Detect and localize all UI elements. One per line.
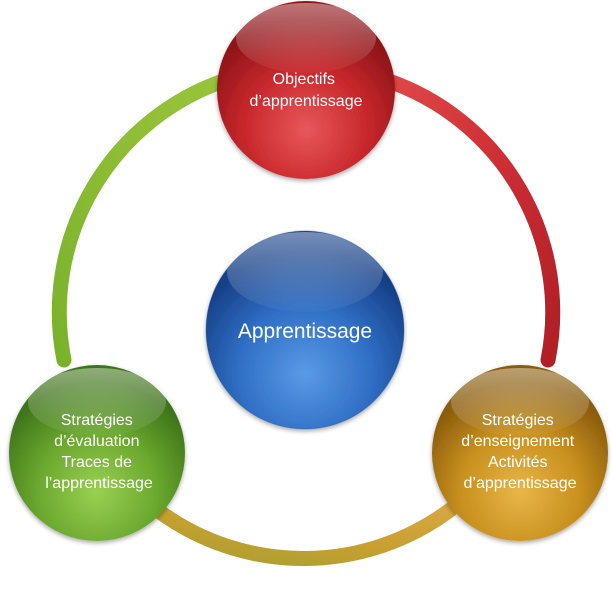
node-objectifs-line: Objectifs — [273, 71, 335, 88]
node-evaluation-line: Stratégies — [61, 412, 133, 429]
cycle-ring — [51, 72, 561, 567]
node-evaluation-line: l’apprentissage — [45, 475, 153, 492]
node-evaluation-line: Traces de — [62, 454, 133, 471]
node-objectifs — [217, 1, 395, 179]
arc-enseignement-to-evaluation — [152, 502, 458, 567]
node-objectifs-line: d’apprentissage — [250, 93, 363, 110]
arc-objectifs-to-enseignement — [378, 72, 561, 368]
node-evaluation-label: Stratégies d’évaluation Traces de l’appr… — [45, 412, 153, 492]
node-enseignement-label: Stratégies d’enseignement Activités d’ap… — [461, 412, 578, 492]
node-evaluation-line: d’évaluation — [54, 433, 139, 450]
arc-evaluation-to-objectifs — [51, 72, 234, 368]
node-evaluation — [9, 365, 185, 541]
node-enseignement-line: d’apprentissage — [464, 475, 577, 492]
node-enseignement — [432, 365, 608, 541]
node-objectifs-label: Objectifs d’apprentissage — [250, 71, 363, 110]
node-enseignement-line: d’enseignement — [461, 433, 575, 450]
node-enseignement-line: Stratégies — [482, 412, 554, 429]
node-enseignement-line: Activités — [488, 454, 548, 471]
center-node-label: Apprentissage — [238, 320, 372, 343]
center-node — [205, 230, 405, 430]
